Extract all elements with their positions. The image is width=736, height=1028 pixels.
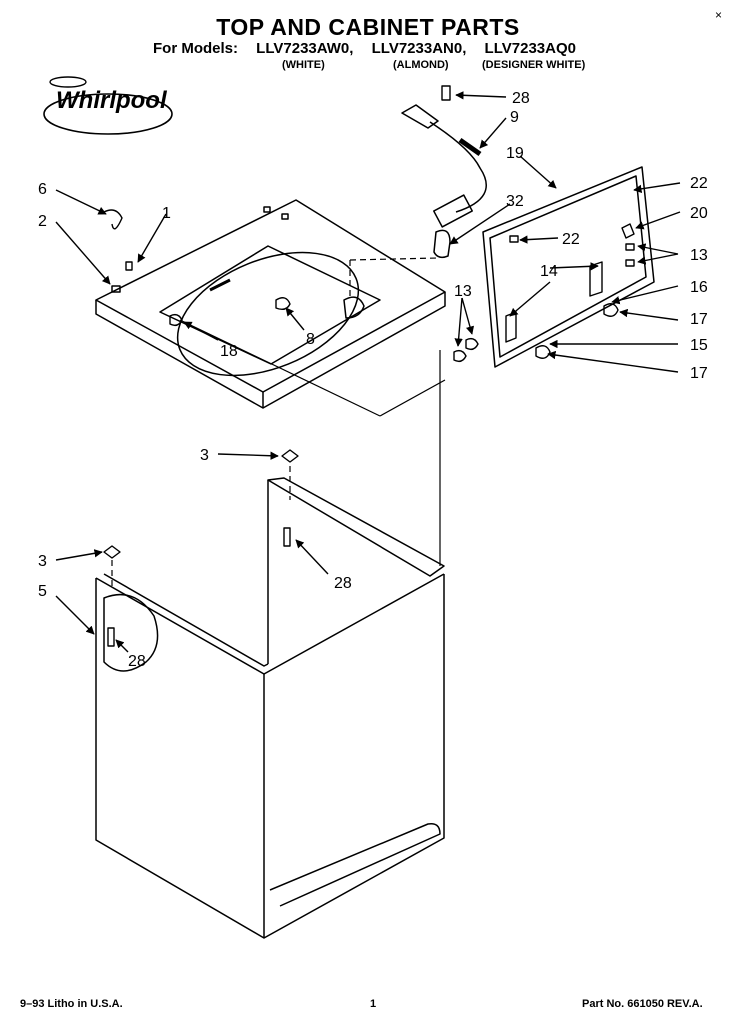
nut-part [453, 349, 467, 363]
washer-cabinet [95, 477, 445, 939]
page-title: TOP AND CABINET PARTS [216, 14, 520, 40]
knob-part [603, 303, 619, 317]
hinge-part [103, 209, 123, 230]
callout-13: 13 [690, 247, 708, 264]
close-icon[interactable]: × [715, 8, 723, 22]
finish-label: (WHITE) [282, 59, 325, 71]
callout-3: 3 [38, 553, 47, 570]
footer-litho: 9–93 Litho in U.S.A. [20, 998, 123, 1010]
callout-17: 17 [690, 311, 708, 328]
power-cord [401, 104, 487, 228]
knob-part [621, 223, 635, 239]
nut-part [465, 337, 479, 351]
callout-1: 1 [162, 205, 171, 222]
footer-part-number: Part No. 661050 REV.A. [582, 998, 703, 1010]
nut-part [625, 259, 635, 267]
callout-3: 3 [200, 447, 209, 464]
models-prefix: For Models: [153, 40, 238, 57]
footer-page-number: 1 [370, 998, 377, 1010]
finish-label: (ALMOND) [393, 59, 449, 71]
callout-14: 14 [540, 263, 558, 280]
nut-part [275, 297, 291, 311]
callout-13: 13 [454, 283, 472, 300]
screw-part [441, 85, 451, 101]
knob-part [535, 345, 551, 359]
screw-part [107, 627, 115, 647]
whirlpool-logo: Whirlpool [43, 76, 173, 135]
washer-top [95, 199, 446, 409]
switch-part [505, 311, 517, 343]
nut-part [625, 243, 635, 251]
callout-28: 28 [334, 575, 352, 592]
finish-label: (DESIGNER WHITE) [482, 59, 586, 71]
brand-wordmark: Whirlpool [56, 87, 168, 114]
callout-9: 9 [510, 109, 519, 126]
callout-18: 18 [220, 343, 238, 360]
model-list: For Models: LLV7233AW0, LLV7233AN0, LLV7… [153, 40, 590, 57]
screw-part [283, 527, 291, 547]
callout-15: 15 [690, 337, 708, 354]
model-number: LLV7233AN0, [371, 40, 467, 57]
callout-6: 6 [38, 181, 47, 198]
callout-28: 28 [512, 90, 530, 107]
callout-2: 2 [38, 213, 47, 230]
callout-19: 19 [506, 145, 524, 162]
clip-part [103, 545, 121, 559]
hinge-part [125, 261, 133, 271]
callout-8: 8 [306, 331, 315, 348]
screw-part [509, 235, 519, 243]
clip-part [281, 449, 299, 463]
callout-17: 17 [690, 365, 708, 382]
model-number: LLV7233AW0, [256, 40, 354, 57]
switch-part [589, 261, 603, 297]
callout-32: 32 [506, 193, 524, 210]
callout-28: 28 [128, 653, 146, 670]
callout-20: 20 [690, 205, 708, 222]
console-back-panel [482, 166, 655, 368]
callout-16: 16 [690, 279, 708, 296]
lid-switch [433, 229, 451, 259]
callout-22: 22 [562, 231, 580, 248]
seal-part [169, 313, 183, 327]
callout-5: 5 [38, 583, 47, 600]
callout-22: 22 [690, 175, 708, 192]
model-number: LLV7233AQ0 [484, 40, 576, 57]
